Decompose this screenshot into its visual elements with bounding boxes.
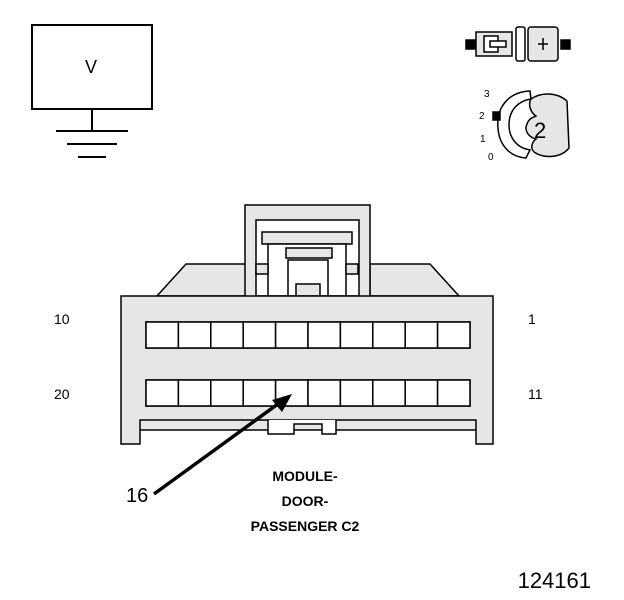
pin-label-bottom-right: 11 [528,386,543,402]
pin-cavity [307,321,342,349]
pin-cavity [436,379,471,407]
pin-cavity [177,321,212,349]
position-label-1: 1 [480,134,486,145]
caption-line-1: MODULE- [272,468,338,484]
pin-cavity [339,379,374,407]
pin-label-top-right: 1 [528,311,536,327]
pin-cavity [404,379,439,407]
position-label-0: 0 [488,152,494,163]
pin-cavity [339,321,374,349]
callout-label: 16 [126,485,148,507]
key-label: 2 [534,118,546,143]
cavity-row-top [145,321,471,349]
pin-label-bottom-left: 20 [54,386,70,402]
pin-cavity [372,379,406,407]
pin-cavity [210,379,244,407]
connector-plug-icon [465,26,571,62]
pin-cavity [404,321,439,349]
connector-key-icon [492,90,570,159]
pin-cavity [274,321,309,349]
pin-cavity [145,379,180,407]
voltmeter-box [31,24,153,110]
pin-cavity [210,321,244,349]
pin-cavity [307,379,342,407]
pin-cavity [372,321,406,349]
callout-arrow [152,394,292,496]
pin-cavity [177,379,212,407]
figure-id: 124161 [518,568,591,593]
voltmeter-label: V [85,57,97,77]
pin-cavity [242,321,277,349]
pin-label-top-left: 10 [54,311,70,327]
voltmeter-symbol [31,24,153,158]
pin-cavity [242,379,277,407]
caption-line-3: PASSENGER C2 [251,518,360,534]
position-label-3: 3 [484,89,490,100]
caption-line-2: DOOR- [282,493,329,509]
position-label-2: 2 [479,111,485,122]
cavity-row-bottom [145,379,471,407]
pin-cavity [145,321,180,349]
pin-cavity [436,321,471,349]
